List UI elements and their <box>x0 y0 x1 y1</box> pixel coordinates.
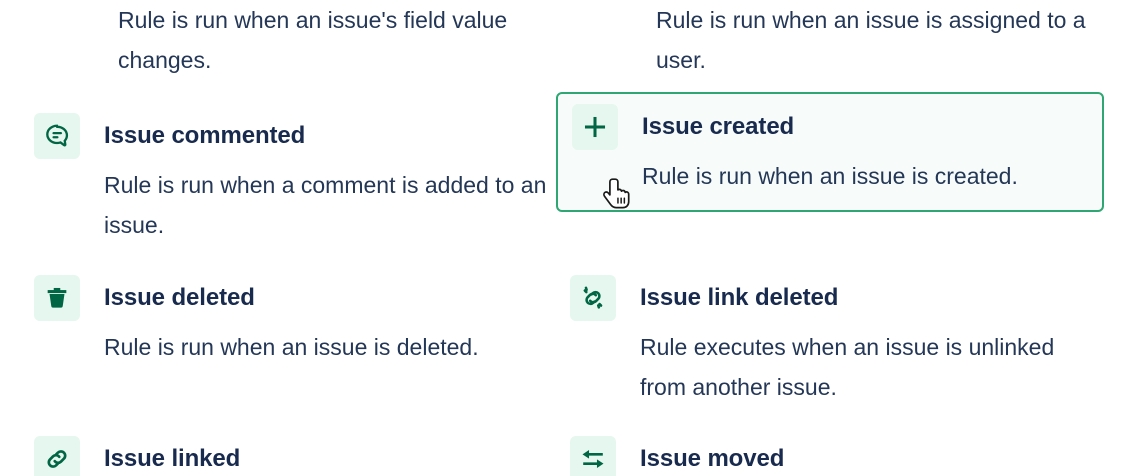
trigger-header-row: Issue moved <box>570 436 1118 476</box>
continuation-description-right: Rule is run when an issue is assigned to… <box>656 7 1086 73</box>
trigger-title: Issue created <box>642 113 795 140</box>
trigger-option-issue-link-deleted[interactable]: Issue link deleted Rule executes when an… <box>570 275 1118 407</box>
trigger-option-issue-moved[interactable]: Issue moved <box>570 436 1118 476</box>
trigger-header-row: Issue deleted <box>34 275 582 321</box>
trigger-header-row: Issue linked <box>34 436 582 476</box>
trigger-title: Issue linked <box>104 445 241 472</box>
trigger-header-row: Issue link deleted <box>570 275 1118 321</box>
trigger-header-row: Issue commented <box>34 113 582 159</box>
chain-link-icon <box>34 436 80 476</box>
trigger-description: Rule executes when an issue is unlinked … <box>640 334 1055 400</box>
trigger-option-issue-commented[interactable]: Issue commented Rule is run when a comme… <box>34 113 582 245</box>
trash-can-icon <box>34 275 80 321</box>
trigger-option-issue-linked[interactable]: Issue linked <box>34 436 582 476</box>
trigger-option-issue-deleted[interactable]: Issue deleted Rule is run when an issue … <box>34 275 582 367</box>
plus-icon <box>572 104 618 150</box>
trigger-description: Rule is run when an issue is deleted. <box>104 334 479 360</box>
comment-bubble-icon <box>34 113 80 159</box>
trigger-title: Issue moved <box>640 445 785 472</box>
trigger-description: Rule is run when an issue is created. <box>642 163 1018 189</box>
trigger-description: Rule is run when a comment is added to a… <box>104 172 547 238</box>
move-arrows-icon <box>570 436 616 476</box>
trigger-title: Issue link deleted <box>640 284 839 311</box>
trigger-header-row: Issue created <box>572 104 1088 150</box>
trigger-title: Issue commented <box>104 122 306 149</box>
broken-link-icon <box>570 275 616 321</box>
trigger-option-issue-created[interactable]: Issue created Rule is run when an issue … <box>556 92 1118 212</box>
trigger-title: Issue deleted <box>104 284 255 311</box>
continuation-description-left: Rule is run when an issue's field value … <box>118 7 508 73</box>
